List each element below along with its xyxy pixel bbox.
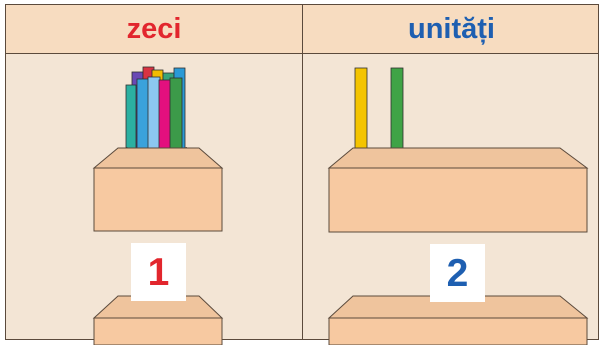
place-value-table: zeci unități: [5, 4, 599, 340]
tens-header: zeci: [6, 5, 302, 54]
column-divider: [302, 5, 303, 339]
tens-answer-card: 1: [131, 243, 186, 301]
units-answer-card: 2: [430, 244, 485, 302]
units-header: unități: [303, 5, 600, 54]
